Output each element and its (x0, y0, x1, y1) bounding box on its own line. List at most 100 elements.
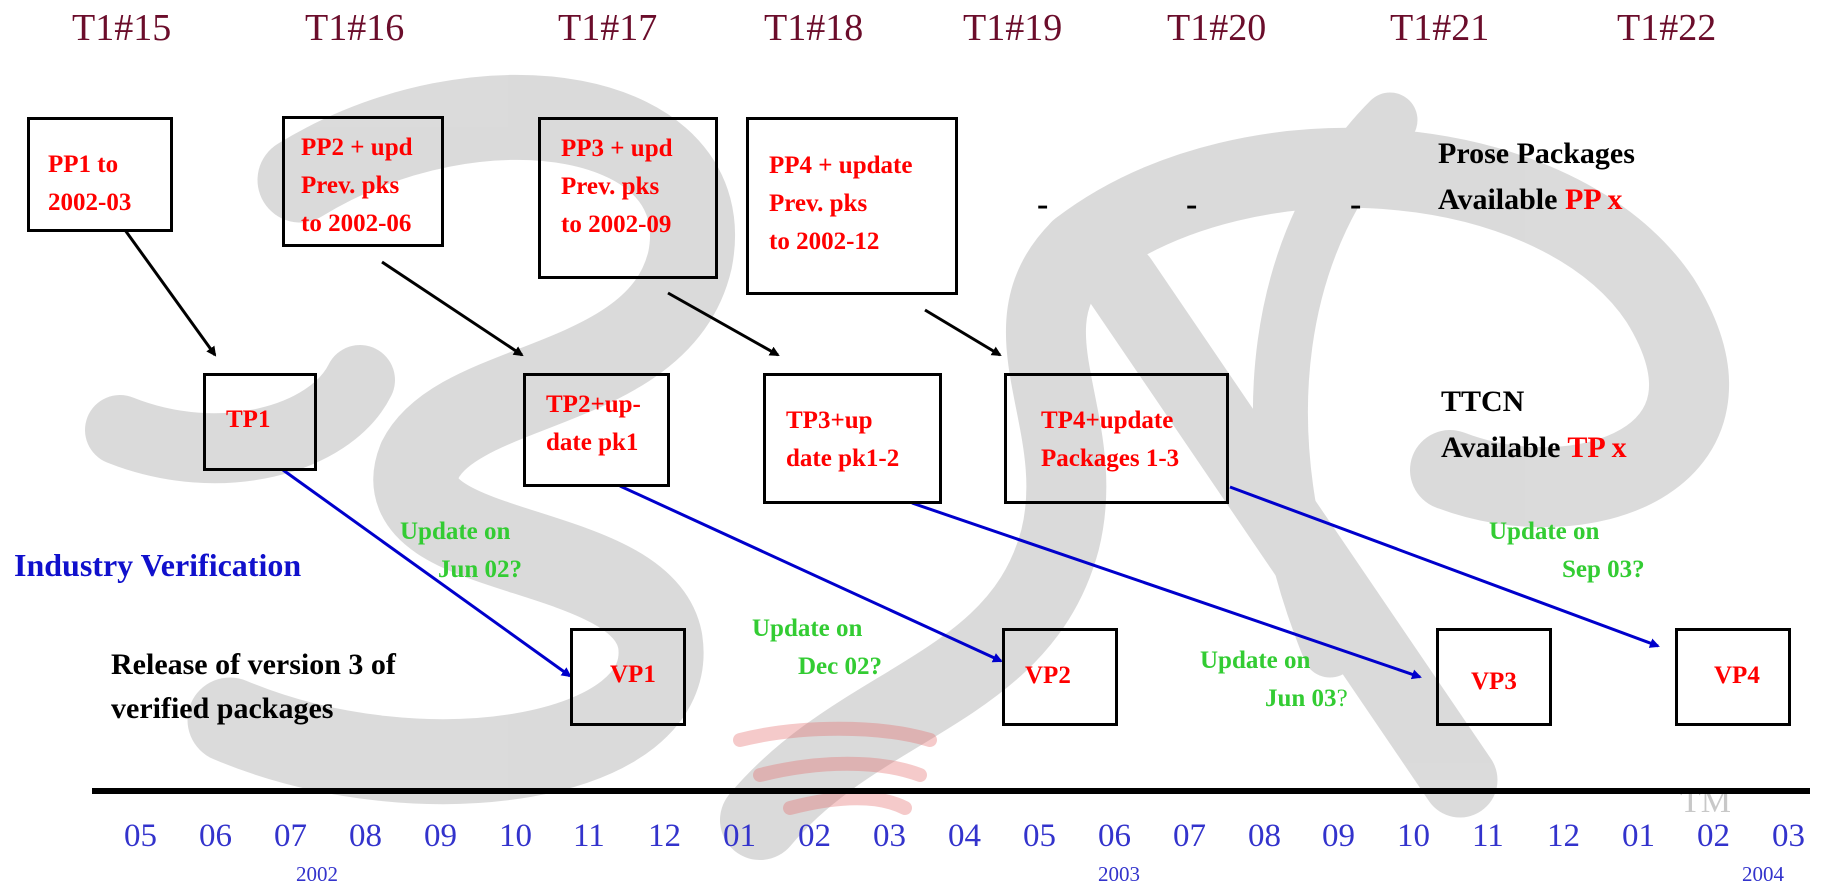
timeline-month-label: 09 (1322, 818, 1355, 854)
timeline-month-label: 04 (948, 818, 981, 854)
box-line: Prev. pks (769, 190, 868, 217)
prose-package-box-pp4: PP4 + update Prev. pks to 2002-12 (746, 117, 958, 295)
prose-legend-prefix: Available (1438, 183, 1565, 216)
update-note-line2: Jun 02? (438, 556, 523, 583)
arrow-pp2-tp2 (381, 260, 524, 357)
ttcn-legend-subtitle: Available TP x (1441, 425, 1627, 471)
arrow-tp1-vp1 (282, 468, 572, 678)
ttcn-legend-prefix: Available (1441, 431, 1568, 464)
release-text-line2: verified packages (111, 692, 334, 725)
prose-legend-title: Prose Packages (1438, 137, 1635, 170)
meeting-label: T1#17 (558, 7, 658, 49)
timeline-month-label: 11 (573, 818, 605, 854)
industry-verification-label: Industry Verification (14, 547, 302, 583)
meeting-label: T1#22 (1617, 7, 1717, 49)
timeline-month-label: 12 (1547, 818, 1580, 854)
box-line: 2002-03 (48, 189, 132, 216)
timeline-month-label: 03 (873, 818, 906, 854)
box-line: PP3 + upd (561, 135, 673, 162)
timeline-month-label: 06 (1098, 818, 1131, 854)
arrow-pp1-tp1 (123, 229, 217, 357)
ttcn-package-box-tp4: TP4+update Packages 1-3 (1004, 373, 1229, 504)
timeline-year-label: 2004 (1742, 862, 1784, 886)
box-line: to 2002-09 (561, 211, 672, 238)
prose-legend: Prose Packages Available PP x (1438, 131, 1635, 223)
arrow-tp4-vp4 (1229, 485, 1660, 648)
timeline-month-label: 01 (723, 818, 756, 854)
update-note-line2: Jun 03? (1200, 680, 1348, 718)
timeline-month-label: 03 (1772, 818, 1805, 854)
prose-package-box-pp2: PP2 + upd Prev. pks to 2002-06 (282, 116, 444, 247)
meeting-label: T1#20 (1167, 7, 1267, 49)
box-line: TP4+update (1041, 407, 1174, 434)
box-line: VP1 (610, 661, 656, 688)
box-line: to 2002-06 (301, 210, 412, 237)
timeline-month-label: 02 (1697, 818, 1730, 854)
box-line: Prev. pks (301, 172, 400, 199)
update-note-line1: Update on (1200, 647, 1311, 674)
box-line: Packages 1-3 (1041, 445, 1180, 472)
box-line: TP3+up (786, 407, 873, 434)
update-note-jun03: Update on Jun 03? (1200, 642, 1348, 718)
box-line: PP2 + upd (301, 134, 413, 161)
no-package-dash: - (1037, 186, 1049, 223)
release-text-line1: Release of version 3 of (111, 648, 396, 681)
update-note-line1: Update on (400, 518, 511, 545)
meeting-label: T1#19 (963, 7, 1063, 49)
box-line: PP4 + update (769, 152, 913, 179)
timeline-month-label: 11 (1472, 818, 1504, 854)
box-line: VP2 (1025, 662, 1071, 689)
timeline-month-label: 07 (1173, 818, 1206, 854)
no-package-dash: - (1350, 186, 1362, 223)
timeline-month-label: 06 (199, 818, 232, 854)
verified-package-box-vp4: VP4 (1675, 628, 1791, 726)
box-line: to 2002-12 (769, 228, 880, 255)
prose-legend-red: PP x (1564, 183, 1623, 216)
ttcn-legend-red: TP x (1567, 431, 1627, 464)
timeline-month-label: 02 (798, 818, 831, 854)
box-line: date pk1 (546, 429, 639, 456)
update-note-line2-text: Jun 03 (1265, 685, 1337, 712)
timeline-month-label: 01 (1622, 818, 1655, 854)
update-note-jun02: Update on Jun 02? (400, 513, 522, 589)
prose-package-box-pp1: PP1 to 2002-03 (27, 117, 173, 232)
verified-package-box-vp1: VP1 (570, 628, 686, 726)
update-note-line2: Dec 02? (798, 653, 882, 680)
timeline-month-label: 09 (424, 818, 457, 854)
no-package-dash: - (1186, 186, 1198, 223)
timeline-year-label: 2003 (1098, 862, 1140, 886)
verified-package-box-vp3: VP3 (1436, 628, 1552, 726)
ttcn-package-box-tp3: TP3+up date pk1-2 (763, 373, 942, 504)
arrow-tp2-vp2 (619, 484, 1003, 663)
timeline-month-label: 07 (274, 818, 307, 854)
arrow-pp4-tp4 (924, 308, 1002, 357)
timeline-month-label: 10 (499, 818, 532, 854)
box-line: VP3 (1471, 668, 1517, 695)
update-note-dec02: Update on Dec 02? (752, 610, 882, 686)
update-note-sep03: Update on Sep 03? (1489, 513, 1645, 589)
box-line: TP1 (226, 406, 271, 433)
timeline-month-label: 08 (349, 818, 382, 854)
box-line: PP1 to (48, 151, 119, 178)
box-line: date pk1-2 (786, 445, 900, 472)
meeting-label: T1#15 (72, 7, 172, 49)
timeline-year-label: 2002 (296, 862, 338, 886)
watermark-red-swirl (733, 721, 937, 815)
box-line: VP4 (1714, 662, 1760, 689)
update-note-suffix: ? (1336, 685, 1348, 712)
timeline-month-label: 05 (1023, 818, 1056, 854)
arrow-tp3-vp3 (911, 501, 1422, 680)
box-line: Prev. pks (561, 173, 660, 200)
prose-package-box-pp3: PP3 + upd Prev. pks to 2002-09 (538, 117, 718, 279)
update-note-line1: Update on (1489, 518, 1600, 545)
box-line: TP2+up- (546, 391, 641, 418)
meeting-label: T1#21 (1390, 7, 1490, 49)
update-note-line1: Update on (752, 615, 863, 642)
verified-package-box-vp2: VP2 (1002, 628, 1118, 726)
timeline-month-label: 10 (1397, 818, 1430, 854)
ttcn-package-box-tp2: TP2+up- date pk1 (523, 373, 670, 487)
arrow-pp3-tp3 (667, 291, 780, 357)
meeting-label: T1#16 (305, 7, 405, 49)
update-note-line2: Sep 03? (1562, 556, 1645, 583)
